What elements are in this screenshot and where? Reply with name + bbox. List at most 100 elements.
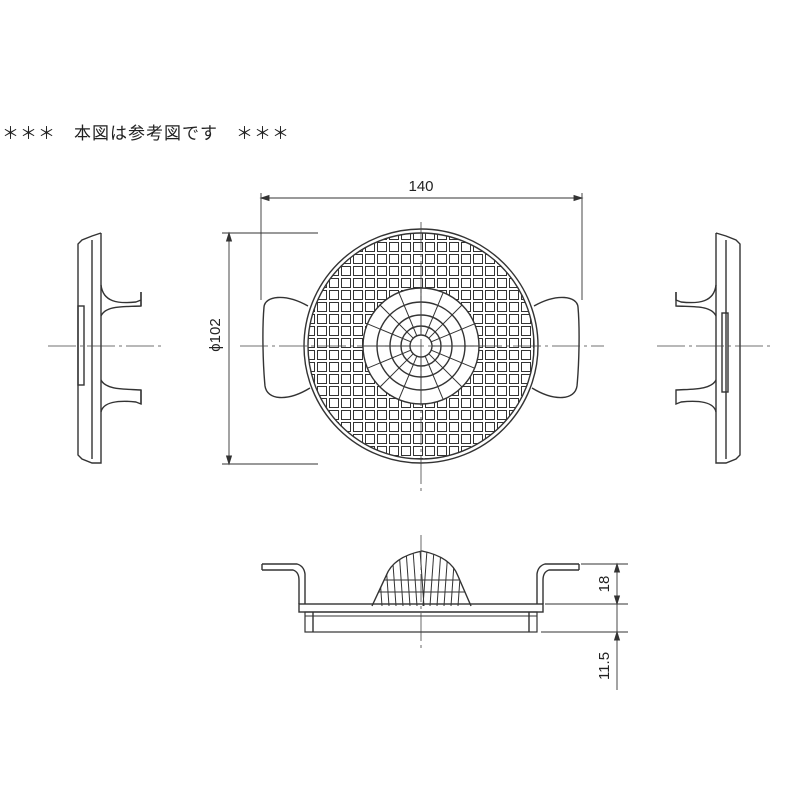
grid-cell — [341, 233, 351, 240]
grid-cell — [413, 446, 423, 456]
grid-cell — [365, 398, 375, 408]
grid-cell — [365, 302, 375, 312]
grid-cell — [413, 266, 423, 276]
grid-cell — [461, 278, 471, 288]
grid-cell — [329, 350, 339, 360]
grid-cell — [497, 278, 507, 288]
dome-rib — [443, 551, 449, 606]
grid-cell — [329, 314, 339, 324]
grid-cell — [425, 458, 435, 459]
grid-cell — [497, 362, 507, 372]
dome-rib — [405, 551, 411, 606]
right-handle — [531, 296, 580, 399]
grid-cell — [485, 446, 495, 456]
grid-cell — [329, 242, 339, 252]
dome-spoke — [428, 353, 463, 388]
grid-cell — [353, 386, 363, 396]
grid-cell — [308, 458, 315, 459]
grid-cell — [353, 350, 363, 360]
grid-cell — [401, 422, 411, 432]
grid-cell — [341, 374, 351, 384]
grid-cell — [389, 278, 399, 288]
grid-cell — [497, 410, 507, 420]
dome-rib — [450, 551, 456, 606]
grid-cell — [308, 254, 315, 264]
grid-cell — [497, 374, 507, 384]
grid-cell — [425, 434, 435, 444]
grid-cell — [308, 290, 315, 300]
grid-cell — [437, 434, 447, 444]
grid-cell — [308, 434, 315, 444]
dome-spoke — [428, 304, 463, 339]
grid-cell — [389, 410, 399, 420]
dome-spoke — [431, 323, 475, 343]
grid-cell — [497, 338, 507, 348]
grid-cell — [437, 254, 447, 264]
dimension-diameter — [222, 231, 318, 466]
grid-cell — [329, 374, 339, 384]
grid-cell — [377, 398, 387, 408]
grid-cell — [329, 233, 339, 240]
grid-cell — [308, 350, 315, 360]
grid-cell — [437, 242, 447, 252]
grid-cell — [317, 302, 327, 312]
dome-rib — [377, 551, 383, 606]
grid-cell — [329, 434, 339, 444]
grid-cell — [509, 446, 519, 456]
grid-cell — [485, 326, 495, 336]
grid-cell — [521, 254, 531, 264]
grid-cell — [341, 350, 351, 360]
grid-cell — [329, 362, 339, 372]
grid-cell — [329, 338, 339, 348]
grid-cell — [485, 314, 495, 324]
grid-cell — [533, 458, 534, 459]
grid-cell — [449, 398, 459, 408]
grid-cell — [377, 290, 387, 300]
grid-cell — [521, 362, 531, 372]
grid-cell — [533, 242, 534, 252]
grid-cell — [485, 386, 495, 396]
grid-cell — [497, 242, 507, 252]
grid-cell — [341, 338, 351, 348]
grid-cell — [353, 422, 363, 432]
grid-cell — [308, 278, 315, 288]
grid-cell — [497, 314, 507, 324]
grid-cell — [497, 350, 507, 360]
dome-spoke — [424, 292, 444, 336]
grid-cell — [461, 434, 471, 444]
grid-cell — [317, 410, 327, 420]
grid-cell — [353, 362, 363, 372]
grid-cell — [461, 254, 471, 264]
grid-cell — [521, 350, 531, 360]
grid-cell — [425, 278, 435, 288]
grid-cell — [365, 422, 375, 432]
grid-cell — [533, 338, 534, 348]
grid-cell — [437, 278, 447, 288]
grid-cell — [317, 338, 327, 348]
grid-cell — [473, 302, 483, 312]
grid-cell — [353, 278, 363, 288]
grid-cell — [365, 410, 375, 420]
grid-cell — [533, 350, 534, 360]
grid-cell — [389, 422, 399, 432]
grid-cell — [533, 254, 534, 264]
grid-cell — [497, 386, 507, 396]
grid-cell — [485, 233, 495, 240]
grid-cell — [401, 233, 411, 240]
grid-cell — [485, 398, 495, 408]
grid-cell — [329, 446, 339, 456]
grid-cell — [521, 326, 531, 336]
grid-cell — [308, 422, 315, 432]
grid-cell — [485, 362, 495, 372]
grid-cell — [377, 422, 387, 432]
dome-rib — [422, 551, 428, 606]
grid-cell — [329, 386, 339, 396]
reference-note: ＊＊＊ 本図は参考図です ＊＊＊ — [2, 124, 290, 144]
grid-cell — [329, 326, 339, 336]
grid-cell — [509, 233, 519, 240]
grid-cell — [329, 398, 339, 408]
grid-cell — [509, 350, 519, 360]
grid-cell — [353, 290, 363, 300]
dome-spoke — [431, 349, 475, 369]
